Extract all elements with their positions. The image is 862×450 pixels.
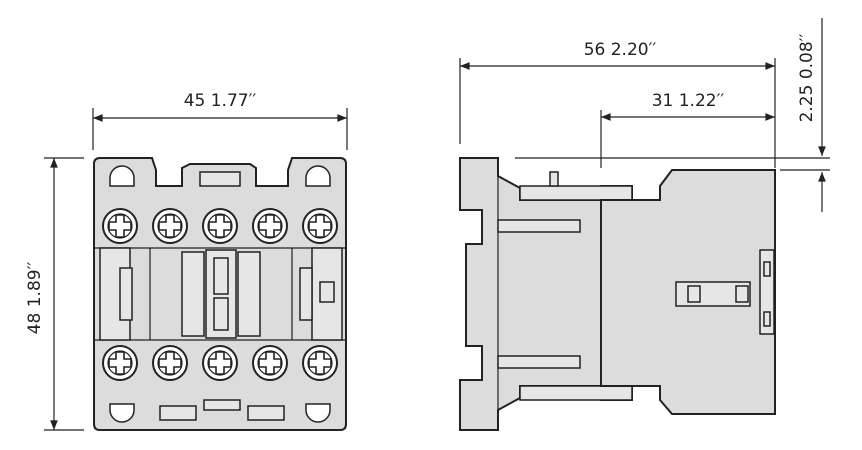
bottom-clip-right — [247, 405, 285, 421]
side-offset-dimension: 2.25 0.08′′ — [515, 18, 830, 212]
mounting-hole-icon — [109, 403, 135, 423]
side-top-pin — [549, 171, 559, 187]
side-mount-label: 31 1.22′′ — [652, 91, 725, 111]
front-middle-section — [99, 247, 343, 341]
front-height-dimension: 48 1.89′′ — [25, 157, 84, 431]
screw-terminal-icon — [102, 208, 138, 244]
front-view: 45 1.77′′ 48 1.89′′ — [25, 91, 348, 431]
front-width-dimension: 45 1.77′′ — [92, 91, 348, 150]
mounting-hole-icon — [109, 165, 135, 187]
mounting-hole-icon — [305, 165, 331, 187]
screw-terminal-icon — [202, 345, 238, 381]
side-depth-label: 56 2.20′′ — [584, 40, 657, 60]
side-slot-upper — [497, 219, 581, 233]
side-slot-lower — [497, 355, 581, 369]
screw-terminal-icon — [252, 208, 288, 244]
screw-terminal-icon — [102, 345, 138, 381]
side-view: 56 2.20′′ 31 1.22′′ 2.25 0.08′′ — [459, 18, 830, 431]
bottom-clip-center — [203, 399, 241, 411]
front-width-label: 45 1.77′′ — [184, 91, 257, 111]
side-mount-dimension: 31 1.22′′ — [600, 91, 776, 168]
front-height-label: 48 1.89′′ — [25, 262, 45, 335]
screw-terminal-icon — [152, 208, 188, 244]
screw-terminal-icon — [302, 345, 338, 381]
top-clip — [199, 171, 241, 187]
side-offset-label: 2.25 0.08′′ — [797, 33, 817, 122]
screw-terminal-icon — [202, 208, 238, 244]
screw-terminals — [102, 208, 338, 381]
mounting-hole-icon — [305, 403, 331, 423]
screw-terminal-icon — [302, 208, 338, 244]
screw-terminal-icon — [252, 345, 288, 381]
bottom-clip-left — [159, 405, 197, 421]
side-bottom-rib — [519, 385, 633, 401]
screw-terminal-icon — [152, 345, 188, 381]
side-top-rib — [519, 185, 633, 201]
side-depth-dimension: 56 2.20′′ — [459, 40, 776, 168]
